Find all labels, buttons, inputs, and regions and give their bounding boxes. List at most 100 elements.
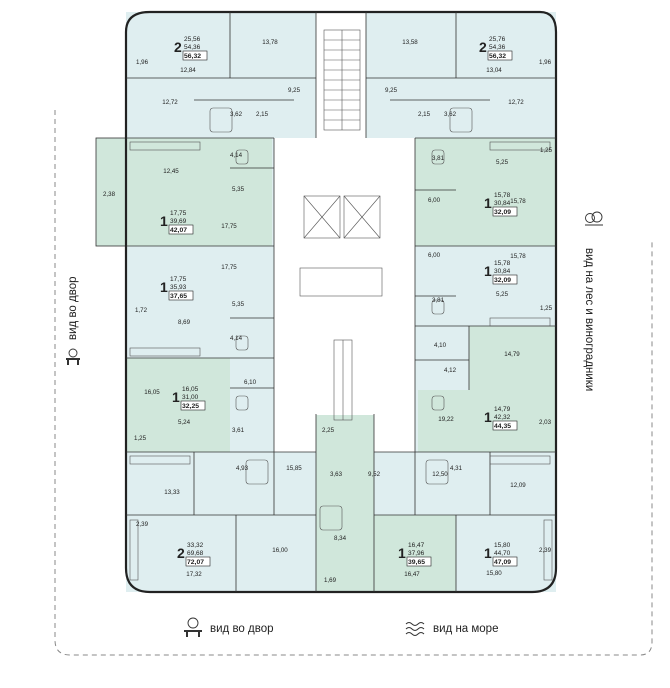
card-living-area: 15,80 [494,542,511,549]
room-area: 12,50 [432,471,448,478]
room-area: 1,25 [540,147,553,154]
room-area: 4,14 [230,152,243,159]
card-total-area: 56,32 [489,53,506,60]
site-boundary [54,110,653,656]
room-area: 13,78 [262,39,278,46]
room-area: 13,04 [486,67,502,74]
view-bottom-left-label: вид во двор [210,623,274,635]
card-living-area: 17,75 [170,210,187,217]
card-total-area: 56,32 [184,53,201,60]
card-rooms: 1 [160,279,168,295]
staircase [323,29,361,131]
card-area-no-balcony: 42,32 [494,414,511,421]
room-area: 2,39 [539,547,552,554]
card-living-area: 33,32 [187,542,204,549]
apartment-r3-highlight [469,326,556,452]
card-total-area: 32,09 [494,209,511,216]
card-area-no-balcony: 44,70 [494,550,511,557]
card-living-area: 25,56 [184,36,201,43]
room-area-labels: 1,96 12,84 13,78 9,25 12,72 3,62 2,15 13,58 13,0… [103,39,553,584]
room-area: 16,05 [144,389,160,396]
card-area-no-balcony: 39,69 [170,218,187,225]
room-area: 12,72 [162,99,178,106]
room-area: 1,72 [135,307,148,314]
room-area: 15,80 [486,570,502,577]
room-area: 3,81 [432,155,445,162]
room-area: 15,85 [286,465,302,472]
card-living-area: 25,76 [489,36,506,43]
card-living-area: 14,79 [494,406,511,413]
view-left-label: вид во двор [67,277,79,341]
outer-walls [124,10,558,594]
card-rooms: 1 [484,195,492,211]
room-area: 6,00 [428,252,441,259]
room-area: 2,38 [103,191,116,198]
room-area: 9,25 [288,87,301,94]
elevator-shafts [299,195,383,421]
room-area: 3,61 [232,427,245,434]
room-area: 13,33 [164,489,180,496]
kitchen-counters [129,141,553,581]
room-area: 3,63 [330,471,343,478]
room-area: 17,32 [186,571,202,578]
card-area-no-balcony: 31,00 [182,394,199,401]
room-area: 1,25 [134,435,147,442]
room-area: 1,96 [136,59,149,66]
card-total-area: 44,35 [494,423,511,430]
room-area: 2,39 [136,521,149,528]
room-area: 19,22 [438,416,454,423]
card-rooms: 1 [484,263,492,279]
view-right: вид на лес и виноградники [583,248,595,391]
view-bottom-right-label: вид на море [433,623,498,635]
apartment-bm-highlight [316,414,374,592]
room-area: 2,03 [539,419,552,426]
card-total-area: 72,07 [187,559,204,566]
card-area-no-balcony: 69,68 [187,550,204,557]
room-area: 3,62 [444,111,457,118]
view-left: вид во двор [67,277,79,341]
room-area: 4,14 [230,335,243,342]
room-area: 15,78 [510,253,526,260]
card-total-area: 47,09 [494,559,511,566]
room-area: 3,81 [432,297,445,304]
card-living-area: 15,78 [494,192,511,199]
room-area: 4,10 [434,342,447,349]
room-area: 8,69 [178,319,191,326]
card-total-area: 37,65 [170,293,187,300]
card-rooms: 2 [177,545,185,561]
card-rooms: 1 [484,409,492,425]
card-area-no-balcony: 35,93 [170,284,187,291]
room-area: 13,58 [402,39,418,46]
card-rooms: 1 [160,213,168,229]
room-area: 16,47 [404,571,420,578]
room-area: 2,15 [418,111,431,118]
room-area: 9,52 [368,471,381,478]
room-area: 1,96 [539,59,552,66]
apartment-l3-highlight [126,358,230,452]
card-total-area: 42,07 [170,227,187,234]
room-area: 5,25 [496,291,509,298]
room-area: 6,10 [244,379,257,386]
card-area-no-balcony: 37,96 [408,550,425,557]
room-area: 12,84 [180,67,196,74]
room-area: 12,09 [510,482,526,489]
card-living-area: 15,78 [494,260,511,267]
card-area-no-balcony: 30,84 [494,200,511,207]
room-area: 4,31 [450,465,463,472]
card-area-no-balcony: 54,36 [489,44,506,51]
room-area: 2,25 [322,427,335,434]
room-area: 5,35 [232,301,245,308]
card-rooms: 2 [479,39,487,55]
